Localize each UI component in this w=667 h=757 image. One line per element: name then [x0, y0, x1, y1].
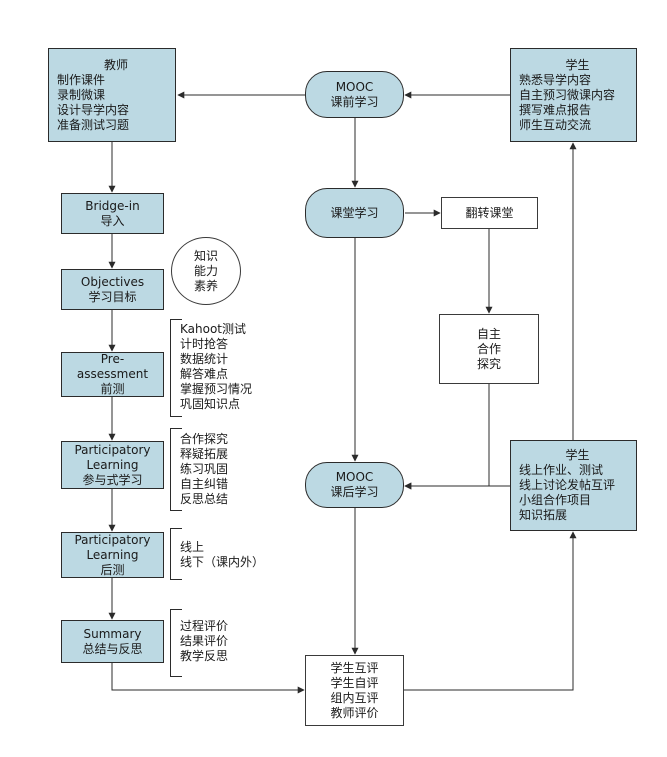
note-item: 合作探究 — [180, 432, 229, 446]
student-top-box: 学生 熟悉导学内容 自主预习微课内容 撰写难点报告 师生互动交流 — [510, 48, 637, 142]
summary-line2: 总结与反思 — [82, 641, 143, 656]
note-item: 解答难点 — [180, 367, 229, 381]
student-top-line: 自主预习微课内容 — [519, 87, 616, 102]
circle-line: 素养 — [193, 278, 218, 293]
post-test-box: Participatory Learning 后测 — [61, 532, 164, 578]
note-item: 数据统计 — [180, 352, 229, 366]
bridge-in-box: Bridge-in 导入 — [61, 193, 164, 234]
self-box-line: 探究 — [476, 356, 501, 371]
objectives-line2: 学习目标 — [88, 289, 137, 304]
mooc-post-node: MOOC 课后学习 — [305, 462, 404, 508]
flipped-label: 翻转课堂 — [465, 205, 514, 220]
teacher-line: 设计导学内容 — [57, 102, 130, 117]
student-mid-line: 线上讨论发帖互评 — [519, 478, 616, 492]
bridge-line2: 导入 — [100, 213, 125, 228]
notes-pre-assessment: Kahoot测试 计时抢答 数据统计 解答难点 掌握预习情况 巩固知识点 — [180, 322, 252, 412]
part1-line: Learning — [86, 457, 139, 472]
part2-line: Learning — [86, 547, 139, 562]
note-item: Kahoot测试 — [180, 322, 247, 336]
student-mid-line: 小组合作项目 — [519, 493, 592, 507]
objectives-box: Objectives 学习目标 — [61, 269, 164, 310]
student-mid-title: 学生 — [565, 448, 590, 462]
knowledge-circle: 知识 能力 素养 — [171, 237, 241, 305]
summary-line1: Summary — [83, 626, 142, 641]
evaluation-line: 学生自评 — [330, 675, 379, 690]
note-item: 线下（课内外） — [180, 555, 265, 569]
pre-assessment-box: Pre- assessment 前测 — [61, 352, 164, 397]
part1-line: 参与式学习 — [82, 472, 143, 487]
circle-line: 能力 — [193, 263, 218, 278]
evaluation-line: 学生互评 — [330, 660, 379, 675]
bracket-pre — [170, 319, 182, 417]
teacher-line: 制作课件 — [57, 72, 106, 87]
mooc-pre-line2: 课前学习 — [330, 94, 379, 109]
summary-box: Summary 总结与反思 — [61, 620, 164, 663]
mooc-post-line2: 课后学习 — [330, 485, 379, 499]
notes-participatory: 合作探究 释疑拓展 练习巩固 自主纠错 反思总结 — [180, 432, 228, 507]
mooc-pre-node: MOOC 课前学习 — [305, 71, 404, 118]
student-top-title: 学生 — [565, 57, 590, 72]
student-top-line: 撰写难点报告 — [519, 102, 592, 117]
evaluation-line: 组内互评 — [330, 690, 379, 705]
note-item: 计时抢答 — [180, 337, 229, 351]
student-mid-line: 线上作业、测试 — [519, 463, 604, 477]
circle-line: 知识 — [193, 248, 218, 263]
part2-line: 后测 — [100, 562, 125, 577]
teacher-box: 教师 制作课件 录制微课 设计导学内容 准备测试习题 — [48, 48, 176, 142]
evaluation-line: 教师评价 — [330, 705, 379, 720]
student-top-line: 熟悉导学内容 — [519, 72, 592, 87]
part1-line: Participatory — [74, 442, 151, 457]
notes-post-test: 线上 线下（课内外） — [180, 540, 264, 570]
note-item: 反思总结 — [180, 492, 229, 506]
flipped-classroom-box: 翻转课堂 — [441, 197, 538, 229]
pre-line: Pre- — [100, 352, 125, 366]
note-item: 练习巩固 — [180, 462, 229, 476]
note-item: 过程评价 — [180, 619, 229, 633]
student-mid-box: 学生 线上作业、测试 线上讨论发帖互评 小组合作项目 知识拓展 — [510, 440, 637, 531]
self-coop-explore-box: 自主 合作 探究 — [439, 314, 539, 384]
notes-summary: 过程评价 结果评价 教学反思 — [180, 619, 228, 664]
evaluation-box: 学生互评 学生自评 组内互评 教师评价 — [305, 655, 404, 726]
student-top-line: 师生互动交流 — [519, 117, 592, 132]
edge-eval-to-student-mid — [404, 531, 577, 691]
edge-summary-to-eval — [111, 663, 305, 694]
bracket-part1 — [170, 428, 182, 511]
student-mid-line: 知识拓展 — [519, 508, 568, 522]
note-item: 自主纠错 — [180, 477, 229, 491]
mooc-post-line1: MOOC — [335, 470, 374, 484]
teacher-line: 录制微课 — [57, 87, 106, 102]
note-item: 释疑拓展 — [180, 447, 229, 461]
objectives-line1: Objectives — [80, 274, 145, 289]
participatory-learning-box: Participatory Learning 参与式学习 — [61, 441, 164, 489]
note-item: 掌握预习情况 — [180, 382, 253, 396]
pre-line: assessment — [76, 367, 149, 381]
bracket-summary — [170, 609, 182, 677]
pre-line: 前测 — [100, 382, 125, 396]
edge-self-to-mooc-post — [404, 384, 490, 490]
class-study-label: 课堂学习 — [330, 205, 379, 220]
note-item: 线上 — [180, 540, 205, 554]
class-study-node: 课堂学习 — [305, 188, 404, 238]
self-box-line: 自主 — [476, 326, 501, 341]
mooc-pre-line1: MOOC — [335, 79, 374, 94]
part2-line: Participatory — [74, 532, 151, 547]
teacher-line: 准备测试习题 — [57, 117, 130, 132]
bracket-part2 — [170, 528, 182, 580]
bridge-line1: Bridge-in — [85, 198, 140, 213]
teacher-title: 教师 — [103, 57, 128, 72]
note-item: 教学反思 — [180, 649, 229, 663]
self-box-line: 合作 — [476, 341, 501, 356]
note-item: 巩固知识点 — [180, 397, 241, 411]
note-item: 结果评价 — [180, 634, 229, 648]
